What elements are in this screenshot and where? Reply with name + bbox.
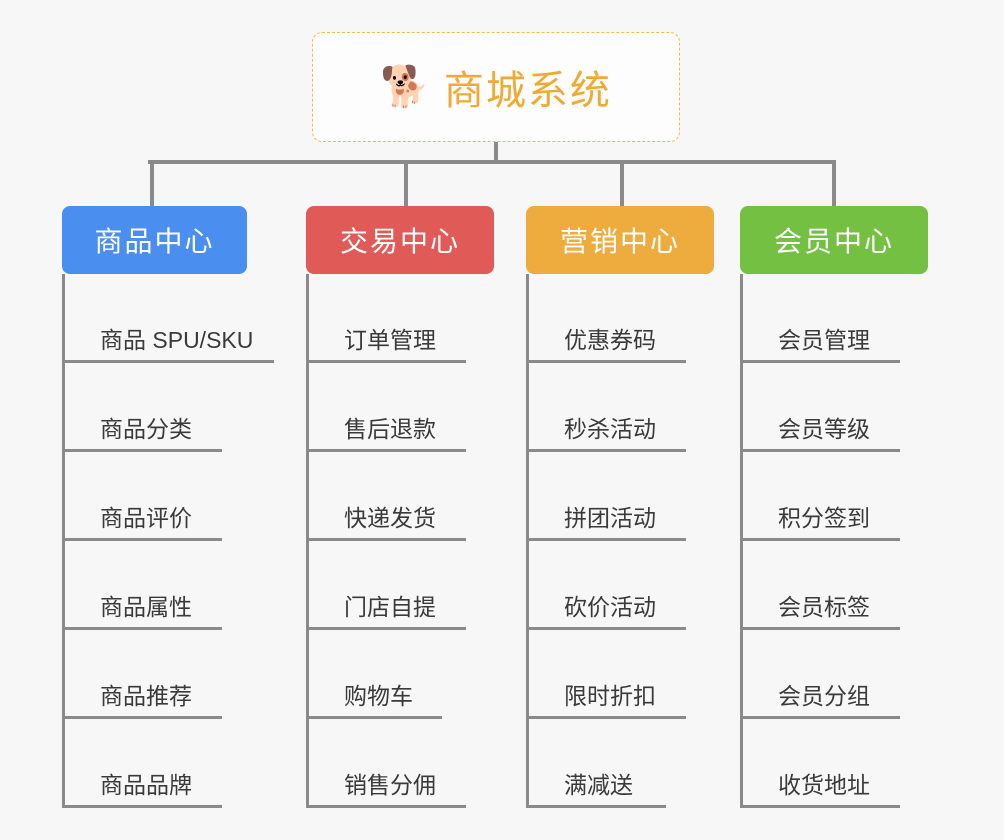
leaf-item-label: 秒杀活动: [564, 416, 656, 442]
leaf-item-label: 商品品牌: [100, 772, 192, 798]
leaf-underline: [526, 538, 686, 541]
leaf-item-label: 购物车: [344, 683, 413, 709]
leaf-underline: [526, 716, 686, 719]
leaf-underline: [62, 360, 274, 363]
branch-header-label: 交易中心: [339, 226, 460, 257]
leaf-underline: [740, 360, 900, 363]
leaf-item-label: 会员分组: [778, 683, 870, 709]
leaf-underline: [526, 449, 686, 452]
branch-spine-connector: [526, 274, 529, 808]
root-title: 商城系统: [443, 69, 612, 113]
branch-spine-connector: [306, 274, 309, 808]
leaf-underline: [740, 449, 900, 452]
leaf-item-label: 满减送: [564, 772, 633, 798]
leaf-underline: [740, 538, 900, 541]
leaf-underline: [62, 538, 222, 541]
leaf-underline: [526, 360, 686, 363]
leaf-underline: [306, 627, 466, 630]
leaf-item-label: 订单管理: [344, 327, 436, 353]
leaf-item-label: 销售分佣: [344, 772, 436, 798]
leaf-underline: [306, 805, 466, 808]
leaf-item-label: 积分签到: [778, 505, 870, 531]
leaf-item-label: 砍价活动: [564, 594, 656, 620]
leaf-item-label: 优惠券码: [564, 327, 656, 353]
leaf-underline: [740, 805, 900, 808]
branch-spine-connector: [62, 274, 65, 808]
leaf-item-label: 商品推荐: [100, 683, 192, 709]
leaf-item-label: 会员标签: [778, 594, 870, 620]
leaf-underline: [306, 716, 442, 719]
branch-header-member-center[interactable]: 会员中心: [740, 206, 928, 274]
leaf-item-label: 商品评价: [100, 505, 192, 531]
leaf-item-label: 商品分类: [100, 416, 192, 442]
leaf-underline: [740, 627, 900, 630]
branch-drop-connector: [620, 160, 624, 206]
leaf-item-label: 拼团活动: [564, 505, 656, 531]
leaf-underline: [306, 360, 466, 363]
leaf-underline: [62, 449, 222, 452]
leaf-item-label: 收货地址: [778, 772, 870, 798]
leaf-underline: [740, 716, 900, 719]
root-trunk-connector: [494, 142, 498, 162]
leaf-underline: [62, 805, 222, 808]
branch-drop-connector: [150, 160, 154, 206]
branch-header-label: 会员中心: [773, 226, 894, 257]
leaf-item-label: 限时折扣: [564, 683, 656, 709]
branch-header-label: 商品中心: [94, 226, 215, 257]
leaf-item-label: 门店自提: [344, 594, 436, 620]
leaf-underline: [62, 627, 222, 630]
leaf-underline: [526, 627, 686, 630]
leaf-item-label: 快递发货: [344, 505, 436, 531]
root-node[interactable]: 🐕 商城系统: [312, 32, 680, 142]
leaf-underline: [306, 449, 466, 452]
branch-drop-connector: [404, 160, 408, 206]
branch-bus-connector: [148, 160, 834, 164]
leaf-underline: [62, 716, 222, 719]
leaf-underline: [526, 805, 666, 808]
branch-drop-connector: [832, 160, 836, 206]
branch-header-label: 营销中心: [559, 226, 680, 257]
leaf-item-label: 商品 SPU/SKU: [100, 327, 254, 353]
leaf-item-label: 售后退款: [344, 416, 436, 442]
leaf-item-label: 会员等级: [778, 416, 870, 442]
branch-header-product-center[interactable]: 商品中心: [62, 206, 247, 274]
leaf-item-label: 商品属性: [100, 594, 192, 620]
shiba-dog-icon: 🐕: [380, 65, 430, 109]
branch-spine-connector: [740, 274, 743, 808]
leaf-underline: [306, 538, 466, 541]
branch-header-trade-center[interactable]: 交易中心: [306, 206, 494, 274]
leaf-item-label: 会员管理: [778, 327, 870, 353]
branch-header-marketing-center[interactable]: 营销中心: [526, 206, 714, 274]
